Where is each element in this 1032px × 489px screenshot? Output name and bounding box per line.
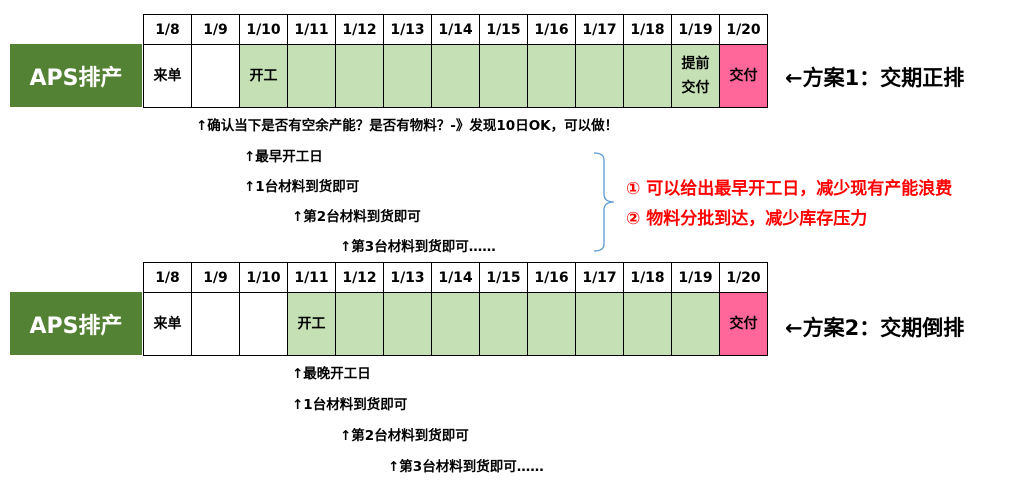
plan2-note: ↑第2台材料到货即可 — [340, 428, 469, 444]
date-header: 1/19 — [671, 14, 720, 45]
date-header: 1/11 — [287, 14, 336, 45]
date-header: 1/14 — [431, 262, 480, 293]
plan2-note: ↑第3台材料到货即可…… — [388, 459, 544, 475]
date-header: 1/14 — [431, 14, 480, 45]
benefit-2: ② 物料分批到达，减少库存压力 — [626, 209, 868, 229]
schedule-cell — [575, 44, 624, 108]
plan2-note: ↑最晚开工日 — [292, 366, 371, 382]
schedule-cell: 来单 — [143, 44, 192, 108]
schedule-cell — [671, 292, 720, 356]
date-header: 1/9 — [191, 262, 240, 293]
schedule-cell: 开工 — [287, 292, 336, 356]
date-header: 1/20 — [719, 14, 768, 45]
plan1-note: ↑第2台材料到货即可 — [292, 209, 421, 225]
schedule-cell — [287, 44, 336, 108]
date-header: 1/9 — [191, 14, 240, 45]
schedule-cell — [527, 292, 576, 356]
schedule-cell: 交付 — [719, 292, 768, 356]
date-header: 1/15 — [479, 262, 528, 293]
date-header: 1/11 — [287, 262, 336, 293]
schedule-cell — [335, 292, 384, 356]
plan2-title: ←方案2：交期倒排 — [785, 316, 965, 340]
schedule-cell — [479, 44, 528, 108]
date-header: 1/12 — [335, 14, 384, 45]
date-header: 1/13 — [383, 262, 432, 293]
schedule-cell — [191, 292, 240, 356]
date-header: 1/18 — [623, 262, 672, 293]
plan1-note: ↑1台材料到货即可 — [244, 179, 360, 195]
date-header: 1/17 — [575, 262, 624, 293]
date-header: 1/12 — [335, 262, 384, 293]
schedule-cell — [239, 292, 288, 356]
date-header: 1/10 — [239, 14, 288, 45]
date-header: 1/8 — [143, 14, 192, 45]
schedule-cell — [335, 44, 384, 108]
benefit-1: ① 可以给出最早开工日，减少现有产能浪费 — [626, 179, 953, 199]
date-header: 1/16 — [527, 262, 576, 293]
schedule-cell: 开工 — [239, 44, 288, 108]
brace-icon — [593, 152, 615, 252]
schedule-cell — [383, 292, 432, 356]
date-header: 1/19 — [671, 262, 720, 293]
schedule-cell — [431, 292, 480, 356]
schedule-cell: 提前交付 — [671, 44, 720, 108]
date-header: 1/10 — [239, 262, 288, 293]
date-header: 1/18 — [623, 14, 672, 45]
schedule-cell — [575, 292, 624, 356]
date-header: 1/8 — [143, 262, 192, 293]
schedule-cell — [431, 44, 480, 108]
plan1-title: ←方案1：交期正排 — [785, 66, 965, 90]
date-header: 1/15 — [479, 14, 528, 45]
aps-label-2: APS排产 — [10, 292, 142, 355]
schedule-cell — [623, 292, 672, 356]
plan1-note: ↑第3台材料到货即可…… — [340, 239, 496, 255]
schedule-cell — [527, 44, 576, 108]
plan1-note: ↑最早开工日 — [244, 149, 323, 165]
plan1-note: ↑确认当下是否有空余产能？是否有物料？-》发现10日OK，可以做！ — [196, 118, 619, 134]
schedule-cell — [479, 292, 528, 356]
date-header: 1/13 — [383, 14, 432, 45]
date-header: 1/17 — [575, 14, 624, 45]
schedule-cell: 来单 — [143, 292, 192, 356]
schedule-cell — [383, 44, 432, 108]
aps-label-1: APS排产 — [10, 44, 142, 107]
schedule-cell — [623, 44, 672, 108]
date-header: 1/16 — [527, 14, 576, 45]
date-header: 1/20 — [719, 262, 768, 293]
schedule-cell — [191, 44, 240, 108]
plan2-note: ↑1台材料到货即可 — [292, 397, 408, 413]
schedule-cell: 交付 — [719, 44, 768, 108]
